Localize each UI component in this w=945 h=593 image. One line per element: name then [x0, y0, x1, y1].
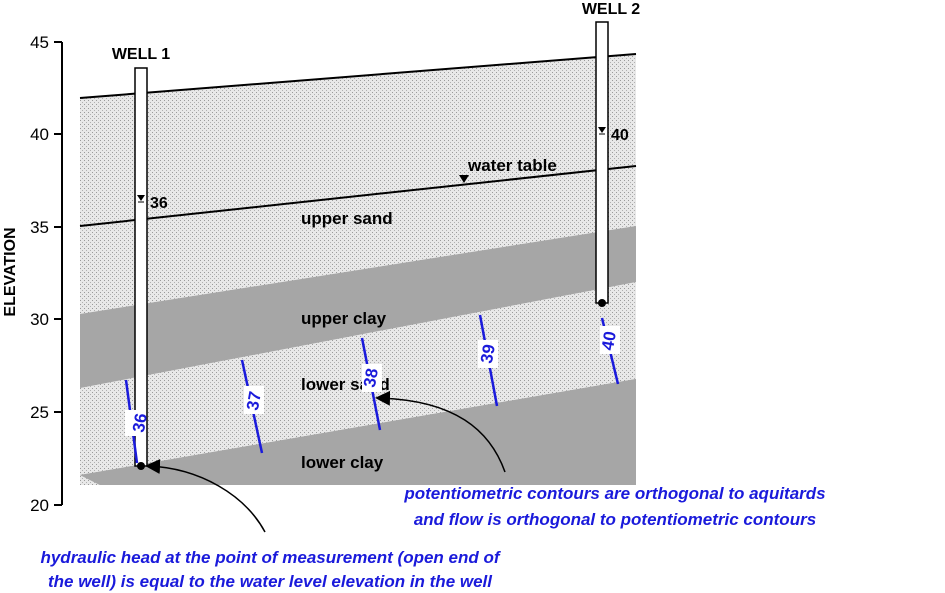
well-2-water-level-icon: [598, 127, 606, 133]
tick-label-25: 25: [30, 403, 49, 422]
upper-clay-label: upper clay: [301, 309, 387, 328]
well-1-water-level-icon: [137, 195, 145, 201]
upper-clay-layer: [80, 226, 636, 388]
tick-label-35: 35: [30, 218, 49, 237]
contour-label-38: 38: [360, 367, 382, 389]
upper-sand-label: upper sand: [301, 209, 393, 228]
aquitard-note-line-1: potentiometric contours are orthogonal t…: [403, 484, 825, 503]
tick-label-40: 40: [30, 125, 49, 144]
sand-region: [80, 54, 636, 485]
well-2-casing: [595, 21, 609, 304]
axis-ticks: [54, 41, 62, 506]
well-1-screen-point: [137, 462, 145, 470]
well-2-label: WELL 2: [582, 1, 640, 18]
head-note-arrow: [145, 458, 266, 533]
well-1-casing: [134, 67, 148, 467]
tick-label-20: 20: [30, 496, 49, 515]
contour-label-37: 37: [243, 390, 265, 412]
well-2-water-level-label: 40: [611, 127, 629, 144]
water-table-marker-icon: [459, 175, 469, 183]
contour-label-40: 40: [598, 330, 620, 352]
ground-surface-line: [79, 53, 637, 99]
lower-clay-label: lower clay: [301, 453, 384, 472]
contour-label-36: 36: [129, 412, 151, 434]
well-1-label: WELL 1: [112, 46, 170, 63]
water-table-label: water table: [467, 156, 557, 175]
well-2-screen-point: [598, 299, 606, 307]
tick-label-30: 30: [30, 310, 49, 329]
axis-title-elevation: ELEVATION: [2, 227, 19, 316]
contour-label-39: 39: [477, 343, 499, 365]
head-note-line-1: hydraulic head at the point of measureme…: [40, 548, 501, 567]
water-table-line: [79, 165, 637, 227]
head-note-line-2: the well) is equal to the water level el…: [48, 572, 493, 591]
aquitard-note-arrow: [375, 390, 506, 473]
tick-label-45: 45: [30, 33, 49, 52]
well-1-water-level-label: 36: [150, 195, 168, 212]
aquitard-note-line-2: and flow is orthogonal to potentiometric…: [414, 510, 816, 529]
